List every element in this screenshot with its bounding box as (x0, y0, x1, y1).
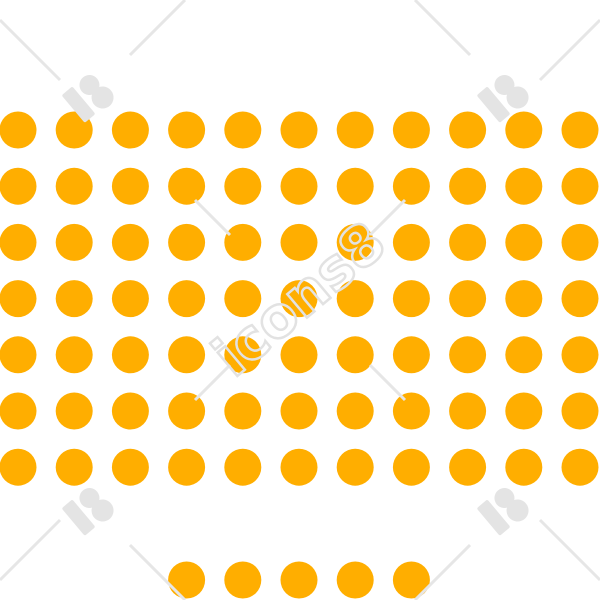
dot (168, 111, 206, 149)
dot (561, 280, 599, 318)
dot (224, 111, 262, 149)
dot (449, 392, 487, 430)
dot (55, 111, 93, 149)
dot (561, 111, 599, 149)
dot (0, 392, 37, 430)
dot (280, 448, 318, 486)
dot (505, 448, 543, 486)
dot (0, 111, 37, 149)
dot (55, 167, 93, 205)
dot (392, 392, 430, 430)
dot (168, 167, 206, 205)
dot (392, 336, 430, 374)
dot (280, 223, 318, 261)
dot (505, 392, 543, 430)
dot (561, 392, 599, 430)
dot (168, 392, 206, 430)
dot (505, 167, 543, 205)
dot (168, 448, 206, 486)
dot (449, 448, 487, 486)
dot (111, 336, 149, 374)
dot (449, 111, 487, 149)
dot (168, 223, 206, 261)
dot (280, 280, 318, 318)
dot (505, 280, 543, 318)
dot (392, 223, 430, 261)
dot (0, 167, 37, 205)
dot (55, 223, 93, 261)
dot (0, 448, 37, 486)
dot (111, 111, 149, 149)
dot (111, 223, 149, 261)
dot (336, 448, 374, 486)
dot (111, 167, 149, 205)
dot (505, 111, 543, 149)
dot (336, 111, 374, 149)
dot (0, 223, 37, 261)
dot (168, 280, 206, 318)
dot (505, 336, 543, 374)
dot (280, 392, 318, 430)
dot (336, 392, 374, 430)
dot (449, 280, 487, 318)
dot (224, 167, 262, 205)
dot (224, 223, 262, 261)
dot (0, 280, 37, 318)
dot (111, 392, 149, 430)
dot (392, 280, 430, 318)
dot (561, 448, 599, 486)
dot (224, 336, 262, 374)
dot (336, 167, 374, 205)
dot (449, 167, 487, 205)
bottom-row-dot (336, 561, 374, 599)
dot (55, 280, 93, 318)
dot (224, 448, 262, 486)
dot (224, 280, 262, 318)
dot (336, 280, 374, 318)
dot (449, 336, 487, 374)
dot (280, 167, 318, 205)
dot (561, 223, 599, 261)
dot (449, 223, 487, 261)
dot (55, 392, 93, 430)
dot (392, 448, 430, 486)
dot (505, 223, 543, 261)
dot (55, 336, 93, 374)
dot (111, 280, 149, 318)
dot (336, 223, 374, 261)
dot (0, 336, 37, 374)
dot (280, 111, 318, 149)
bottom-row-dot (280, 561, 318, 599)
dot (224, 392, 262, 430)
dot (168, 336, 206, 374)
dot (336, 336, 374, 374)
bottom-row-dot (224, 561, 262, 599)
dot (280, 336, 318, 374)
bottom-row-dot (392, 561, 430, 599)
dot (561, 167, 599, 205)
dot (392, 111, 430, 149)
dot (392, 167, 430, 205)
dot (111, 448, 149, 486)
dot (55, 448, 93, 486)
bottom-row-dot (168, 561, 206, 599)
dot (561, 336, 599, 374)
